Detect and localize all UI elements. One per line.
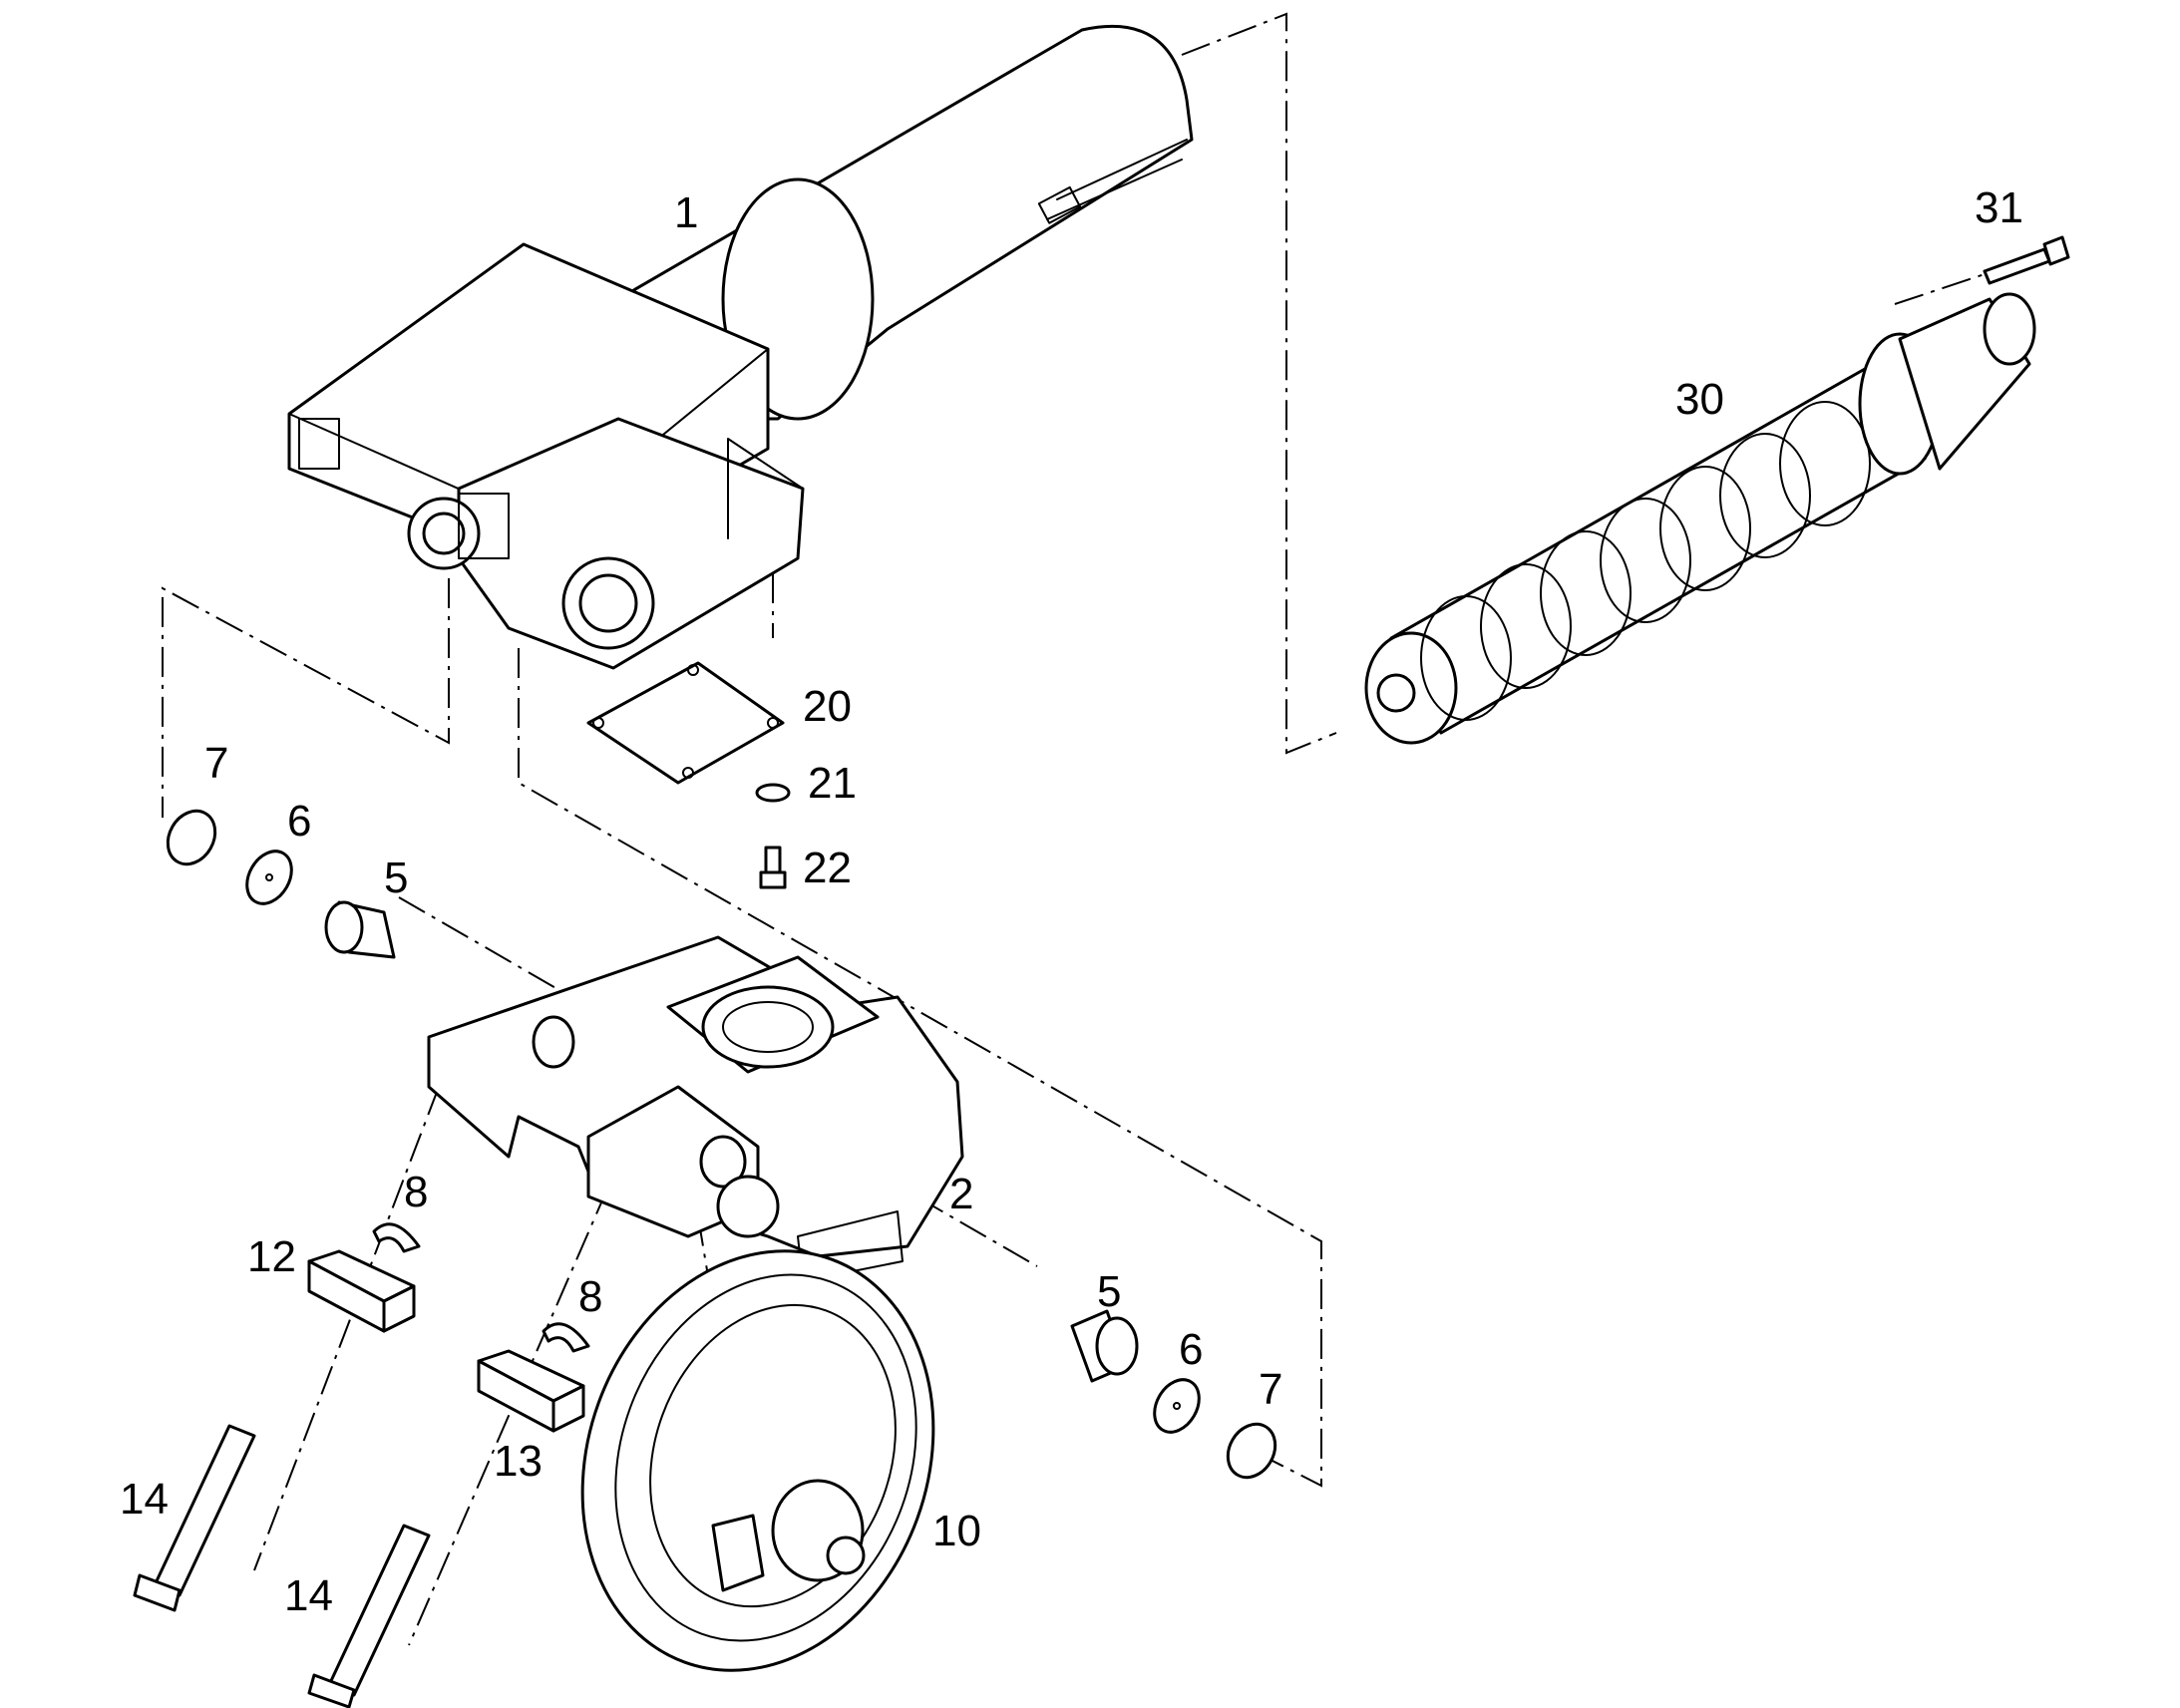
- callout-1: 1: [674, 188, 698, 237]
- callout-20: 20: [803, 682, 852, 731]
- callout-14-lower: 14: [284, 1571, 333, 1620]
- part-20-cover-plate: [586, 661, 785, 785]
- callout-6-right: 6: [1179, 1325, 1203, 1374]
- part-5-bushing-right: [1070, 1309, 1139, 1383]
- part-10-idler-wheel: [580, 1249, 935, 1672]
- callout-31: 31: [1975, 183, 2023, 232]
- part-6-washer-right: [1153, 1378, 1201, 1434]
- callout-22: 22: [803, 844, 852, 892]
- assembly-lines: [162, 12, 2015, 1646]
- callout-30: 30: [1675, 375, 1724, 424]
- callout-5-right: 5: [1097, 1267, 1121, 1316]
- part-31-bolt: [1983, 235, 2070, 285]
- part-2-idler-yoke: [427, 935, 964, 1282]
- part-13-shim-plate: [477, 1349, 585, 1433]
- callout-labels: 1 31 30 20 21 22 7 6 5 2 8 12 8 5 6 7 13…: [120, 183, 2023, 1620]
- part-14-bolt-upper: [133, 1424, 256, 1612]
- callout-2: 2: [949, 1170, 973, 1218]
- callout-13: 13: [494, 1437, 543, 1486]
- callout-8-upper: 8: [404, 1168, 428, 1216]
- part-12-shim-plate: [307, 1249, 416, 1333]
- part-22-bolt: [759, 846, 787, 889]
- part-1-tension-cylinder: [287, 24, 1194, 670]
- callout-8-lower: 8: [578, 1272, 602, 1321]
- part-30-recoil-spring: [1364, 292, 2036, 745]
- part-21-washer: [755, 783, 791, 803]
- callout-7-left: 7: [204, 739, 228, 788]
- callout-5-left: 5: [384, 854, 408, 902]
- callout-7-right: 7: [1259, 1365, 1282, 1414]
- part-7-snap-ring-left: [166, 809, 217, 866]
- callout-6-left: 6: [287, 797, 311, 846]
- part-8-shim-upper: [372, 1222, 421, 1253]
- callout-10: 10: [932, 1507, 981, 1555]
- part-8-shim-lower: [542, 1322, 590, 1353]
- callout-14-upper: 14: [120, 1475, 169, 1524]
- part-14-bolt-lower: [307, 1524, 431, 1708]
- part-6-washer-left: [245, 850, 293, 905]
- callout-12: 12: [247, 1232, 296, 1281]
- part-7-snap-ring-right: [1226, 1422, 1277, 1480]
- part-5-bushing-left: [324, 900, 396, 959]
- callout-21: 21: [808, 759, 857, 808]
